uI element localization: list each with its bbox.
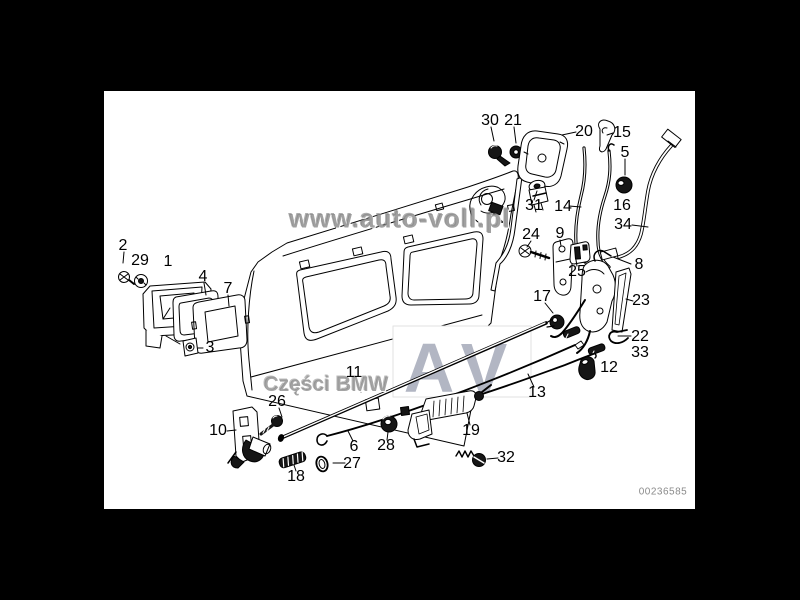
part-32-screw-spring (455, 450, 486, 467)
part-label-7: 7 (223, 280, 233, 297)
part-label-9: 9 (555, 225, 565, 242)
part-25-clip (569, 241, 591, 265)
part-label-15: 15 (613, 124, 631, 141)
part-33-screws (562, 326, 606, 356)
part-label-30: 30 (481, 112, 499, 129)
part-30-screw (488, 145, 511, 167)
part-label-34: 34 (614, 216, 632, 233)
part-29-washer (134, 274, 148, 288)
part-label-1: 1 (163, 253, 173, 270)
part-label-6: 6 (349, 438, 359, 455)
part-label-10: 10 (209, 422, 227, 439)
part-label-26: 26 (268, 393, 286, 410)
part-label-28: 28 (377, 437, 395, 454)
part-22-clip (608, 329, 629, 345)
part-19-lock-actuator (399, 384, 492, 448)
part-23-gasket (611, 267, 632, 333)
part-27-o-ring (315, 455, 329, 473)
part-label-17: 17 (533, 288, 551, 305)
part-label-14: 14 (554, 198, 572, 215)
part-31-lock-cylinder (528, 179, 549, 213)
part-26-screw (259, 415, 283, 436)
part-3-clip (182, 337, 199, 357)
part-12-buffer (578, 356, 596, 380)
part-label-13: 13 (528, 384, 546, 401)
part-label-12: 12 (600, 359, 618, 376)
part-label-32: 32 (497, 449, 515, 466)
part-7-handle-bezel (191, 294, 251, 354)
part-5-grommet (615, 176, 633, 194)
part-label-27: 27 (343, 455, 361, 472)
door-corner-detail (469, 185, 506, 223)
part-label-31: 31 (525, 197, 543, 214)
part-28-grommet (380, 415, 398, 433)
part-label-19: 19 (462, 422, 480, 439)
part-label-3: 3 (205, 339, 215, 356)
part-9-lever-plate (552, 238, 574, 296)
part-2-screw (118, 271, 135, 285)
part-label-33: 33 (631, 344, 649, 361)
part-17-grommet (549, 314, 565, 330)
part-label-16: 16 (613, 197, 631, 214)
part-label-4: 4 (198, 268, 208, 285)
part-label-25: 25 (568, 263, 586, 280)
part-label-11: 11 (345, 364, 363, 381)
part-label-2: 2 (118, 237, 128, 254)
part-label-29: 29 (131, 252, 149, 269)
part-label-21: 21 (504, 112, 522, 129)
part-24-screw (518, 244, 551, 261)
part-label-5: 5 (620, 144, 630, 161)
image-number: 00236585 (638, 486, 688, 498)
part-20-exterior-handle (517, 130, 569, 187)
part-label-22: 22 (631, 328, 649, 345)
rod-11 (277, 318, 555, 442)
door-latch-assembly (550, 249, 616, 354)
leader-lines (122, 126, 649, 472)
part-label-23: 23 (632, 292, 650, 309)
part-label-18: 18 (287, 468, 305, 485)
part-15-lock-knob (598, 119, 616, 153)
part-label-24: 24 (522, 226, 540, 243)
part-label-20: 20 (575, 123, 593, 140)
part-label-8: 8 (634, 256, 644, 273)
part-10-lock-bracket (227, 406, 272, 469)
